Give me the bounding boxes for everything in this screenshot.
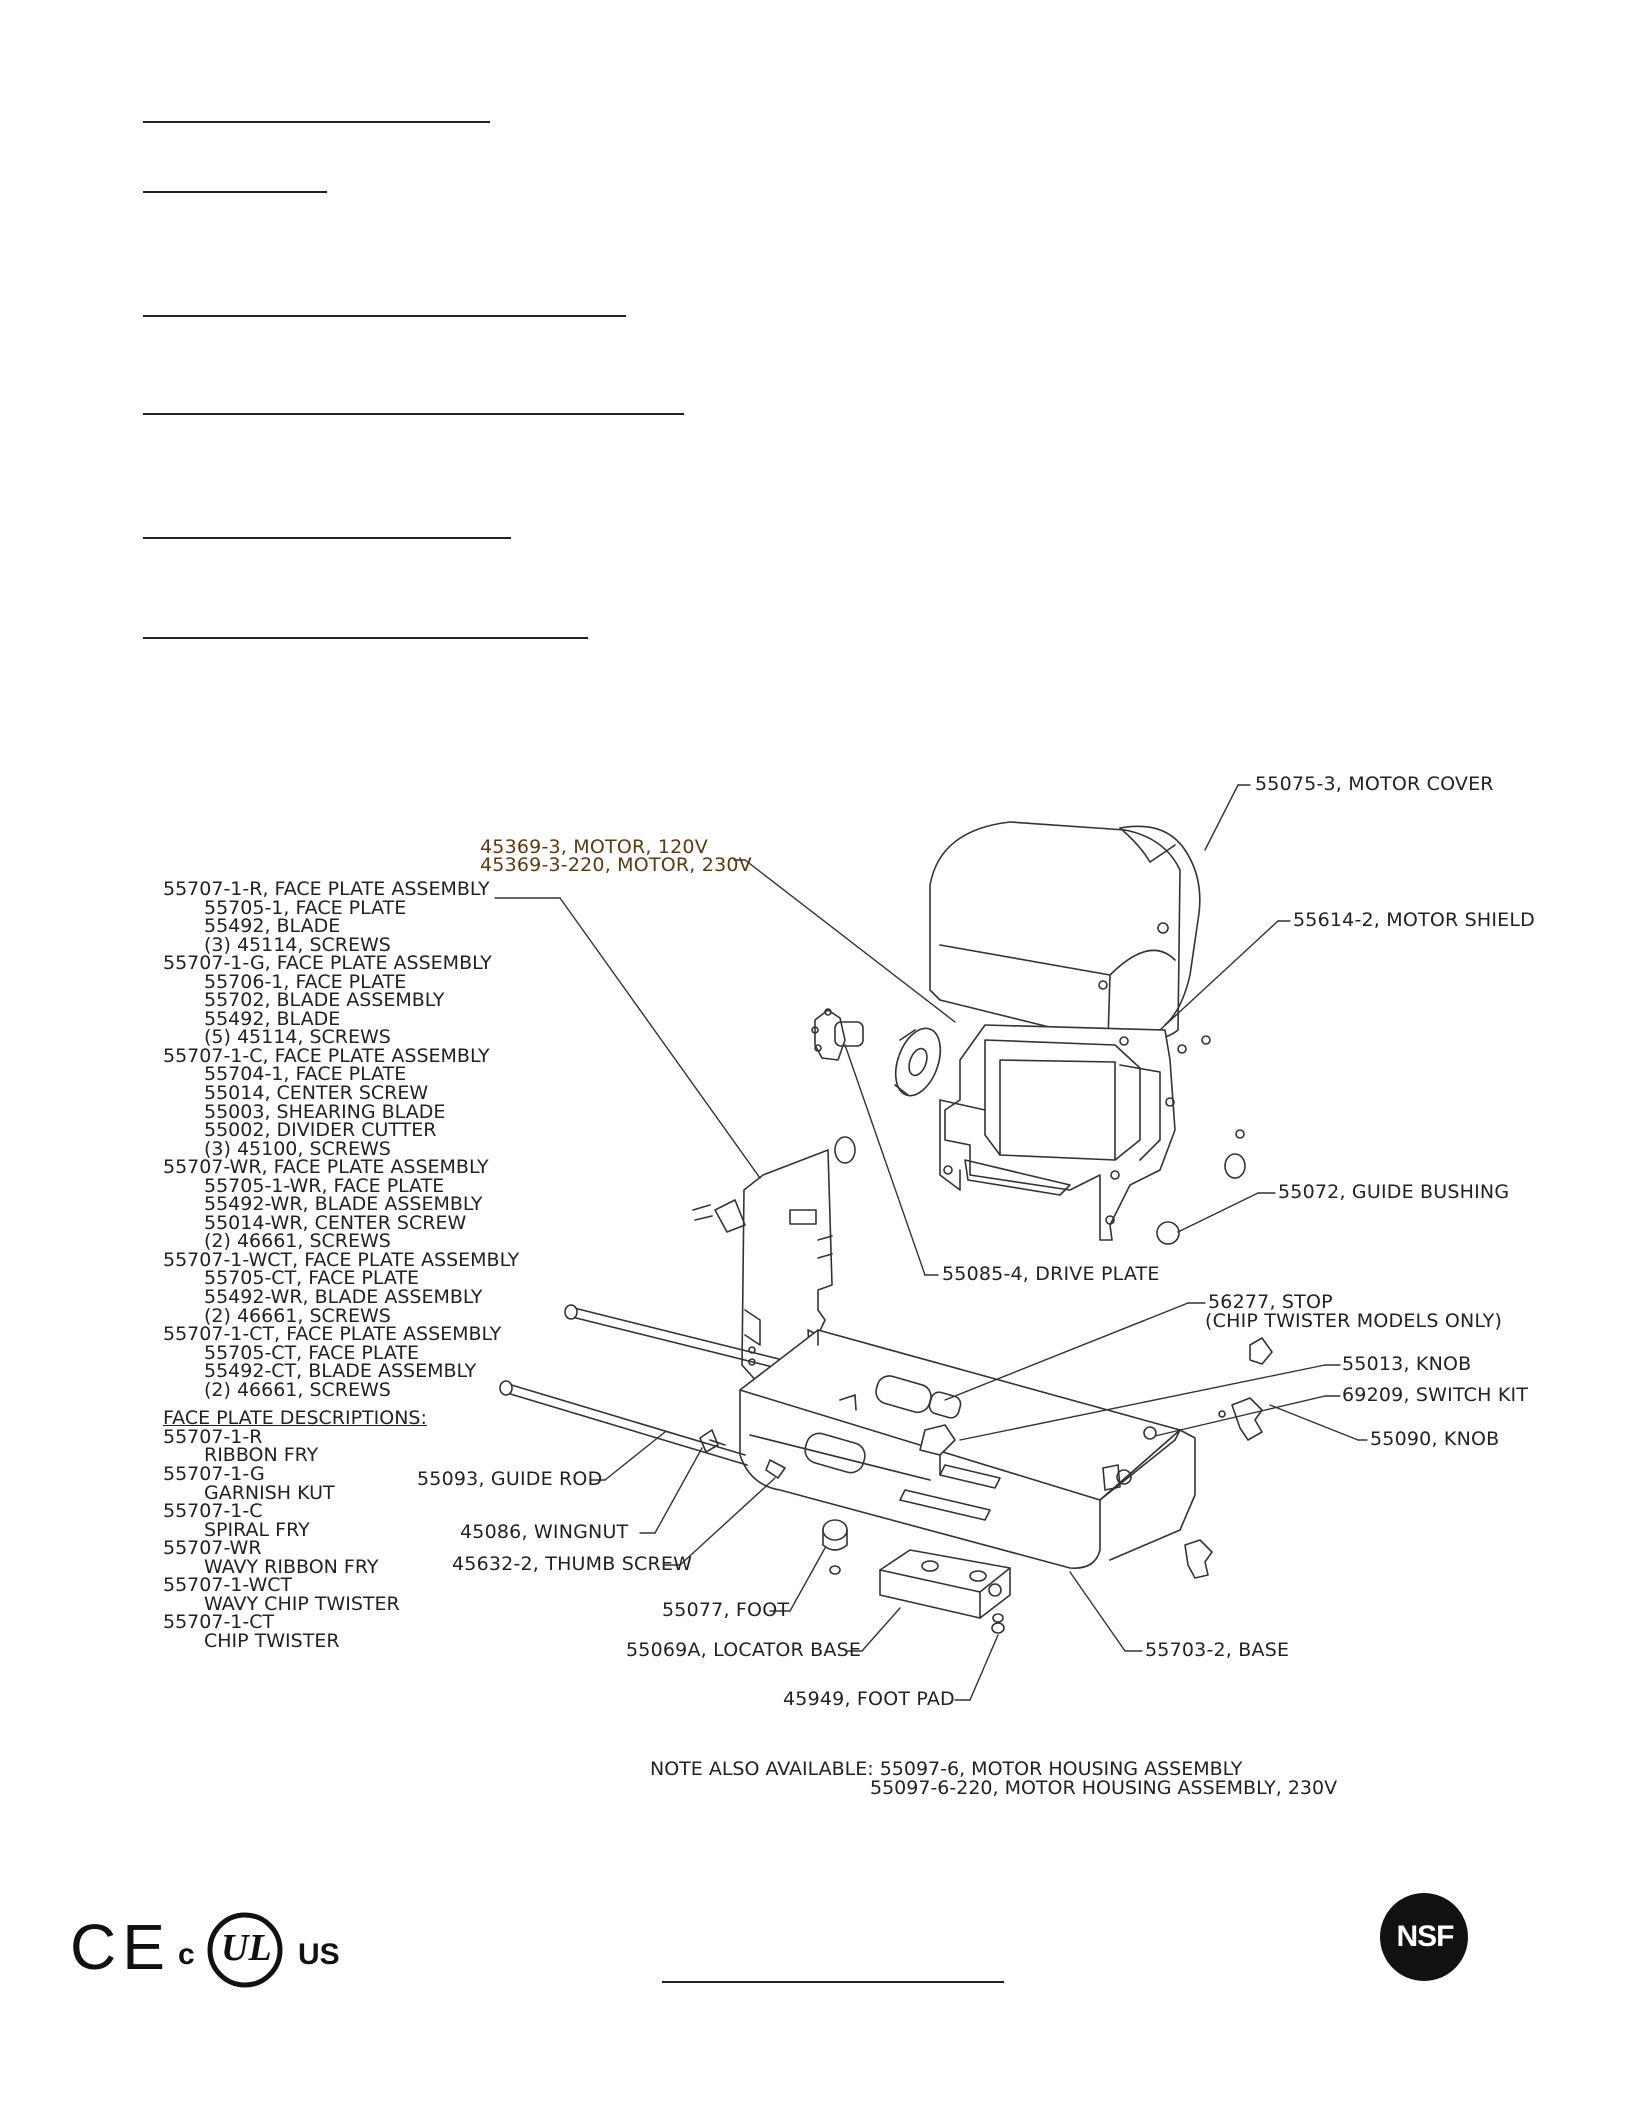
description-name: CHIP TWISTER: [204, 1629, 340, 1652]
face-plate-component: 55705-CT, FACE PLATE: [204, 1341, 420, 1364]
face-plate-assembly: 55707-1-CT, FACE PLATE ASSEMBLY: [163, 1323, 502, 1346]
face-plate-component: (5) 45114, SCREWS: [204, 1026, 391, 1049]
face-plate-component: (2) 46661, SCREWS: [204, 1378, 391, 1401]
base-part: [739, 1329, 1196, 1569]
face-plate-component: 55492-WR, BLADE ASSEMBLY: [204, 1286, 483, 1309]
motor-cover-part: [929, 821, 1201, 1044]
description-name: RIBBON FRY: [204, 1444, 319, 1467]
motor-label-230v: 45369-3-220, MOTOR, 230V: [480, 854, 752, 876]
face-plate-component: 55704-1, FACE PLATE: [204, 1063, 407, 1086]
face-plate-assembly: 55707-1-C, FACE PLATE ASSEMBLY: [163, 1044, 490, 1067]
header-rule-2: [143, 191, 327, 193]
description-name: GARNISH KUT: [204, 1481, 335, 1504]
footer-rule: [662, 1981, 1004, 1983]
motor-label-120v: 45369-3, MOTOR, 120V: [480, 836, 708, 858]
knob-parts: [1184, 1337, 1273, 1579]
header-rule-4: [143, 413, 684, 415]
note-line-1: NOTE ALSO AVAILABLE: 55097-6, MOTOR HOUS…: [650, 1758, 1243, 1780]
motor-shaft-part: [811, 1008, 864, 1061]
description-code: 55707-1-C: [163, 1500, 263, 1523]
ul-logo-ring: [207, 1912, 283, 1988]
guide-rod-parts: [499, 1304, 798, 1466]
header-rule-5: [143, 537, 511, 539]
face-plate-component: 55702, BLADE ASSEMBLY: [204, 989, 445, 1012]
face-plate-component: 55705-CT, FACE PLATE: [204, 1267, 420, 1290]
callout-motor-cover: 55075-3, MOTOR COVER: [1255, 773, 1494, 795]
callout-stop: 56277, STOP: [1208, 1291, 1333, 1313]
face-plate-component: 55705-1-WR, FACE PLATE: [204, 1174, 445, 1197]
callout-guide-bushing: 55072, GUIDE BUSHING: [1278, 1181, 1510, 1203]
motor-shield-part: [939, 1024, 1187, 1241]
wingnut-thumbscrew-parts: [699, 1429, 786, 1479]
face-plate-component: 55003, SHEARING BLADE: [204, 1100, 446, 1123]
ul-mark: UL: [221, 1927, 272, 1969]
header-rule-1: [143, 121, 490, 123]
face-plate-part: [692, 1149, 833, 1384]
note-line-2: 55097-6-220, MOTOR HOUSING ASSEMBLY, 230…: [870, 1777, 1338, 1799]
guide-bushing-parts: [834, 1035, 1246, 1245]
callout-foot: 55077, FOOT: [662, 1599, 790, 1621]
face-plate-component: (3) 45114, SCREWS: [204, 933, 391, 956]
description-code: 55707-1-WCT: [163, 1574, 293, 1597]
callout-foot-pad: 45949, FOOT PAD: [783, 1688, 955, 1710]
callout-switch-kit: 69209, SWITCH KIT: [1342, 1384, 1529, 1406]
locator-base-part: [879, 1549, 1011, 1619]
callout-motor-shield: 55614-2, MOTOR SHIELD: [1293, 909, 1535, 931]
callout-wingnut: 45086, WINGNUT: [460, 1521, 629, 1543]
callout-knob-55013: 55013, KNOB: [1342, 1353, 1472, 1375]
face-plate-assembly: 55707-1-WCT, FACE PLATE ASSEMBLY: [163, 1248, 520, 1271]
nsf-mark: NSF: [1396, 1920, 1455, 1953]
face-plate-component: 55706-1, FACE PLATE: [204, 970, 407, 993]
face-plate-assembly: 55707-1-G, FACE PLATE ASSEMBLY: [163, 952, 492, 975]
face-plate-assembly: 55707-WR, FACE PLATE ASSEMBLY: [163, 1156, 489, 1179]
header-rule-3: [143, 315, 626, 317]
face-plate-component: 55014, CENTER SCREW: [204, 1082, 429, 1105]
foot-parts: [822, 1519, 1005, 1634]
face-plate-component: 55002, DIVIDER CUTTER: [204, 1119, 437, 1142]
header-rule-6: [143, 637, 588, 639]
callout-stop-note: (CHIP TWISTER MODELS ONLY): [1205, 1310, 1503, 1332]
callout-base: 55703-2, BASE: [1145, 1639, 1290, 1661]
face-plate-assembly: 55707-1-R, FACE PLATE ASSEMBLY: [163, 878, 490, 900]
ce-mark-logo: CE: [70, 1911, 171, 1983]
callout-thumb-screw: 45632-2, THUMB SCREW: [452, 1553, 693, 1575]
description-code: 55707-1-R: [163, 1425, 263, 1448]
drive-plate-part: [894, 1027, 942, 1097]
callout-guide-rod: 55093, GUIDE ROD: [417, 1468, 603, 1490]
ul-c-mark: c: [178, 1938, 195, 1971]
callout-knob-55090: 55090, KNOB: [1370, 1428, 1500, 1450]
ul-us-mark: US: [298, 1938, 340, 1971]
face-plate-component: 55492, BLADE: [204, 1007, 341, 1030]
face-plate-component: (3) 45100, SCREWS: [204, 1137, 391, 1160]
description-name: SPIRAL FRY: [204, 1518, 310, 1541]
callout-drive-plate: 55085-4, DRIVE PLATE: [942, 1263, 1160, 1285]
description-name: WAVY RIBBON FRY: [204, 1555, 379, 1578]
face-plate-component: 55014-WR, CENTER SCREW: [204, 1211, 467, 1234]
face-plate-component: (2) 46661, SCREWS: [204, 1304, 391, 1327]
face-plate-component: 55492-WR, BLADE ASSEMBLY: [204, 1193, 483, 1216]
description-code: 55707-1-CT: [163, 1611, 275, 1634]
nsf-logo-disc: [1380, 1893, 1468, 1981]
description-code: 55707-1-G: [163, 1462, 265, 1485]
face-plate-component: 55492, BLADE: [204, 915, 341, 938]
description-code: 55707-WR: [163, 1537, 262, 1560]
description-name: WAVY CHIP TWISTER: [204, 1592, 400, 1615]
face-plate-component: (2) 46661, SCREWS: [204, 1230, 391, 1253]
face-plate-descriptions-header: FACE PLATE DESCRIPTIONS:: [163, 1407, 427, 1430]
callout-locator-base: 55069A, LOCATOR BASE: [626, 1639, 862, 1661]
face-plate-component: 55492-CT, BLADE ASSEMBLY: [204, 1360, 477, 1383]
face-plate-component: 55705-1, FACE PLATE: [204, 896, 407, 919]
